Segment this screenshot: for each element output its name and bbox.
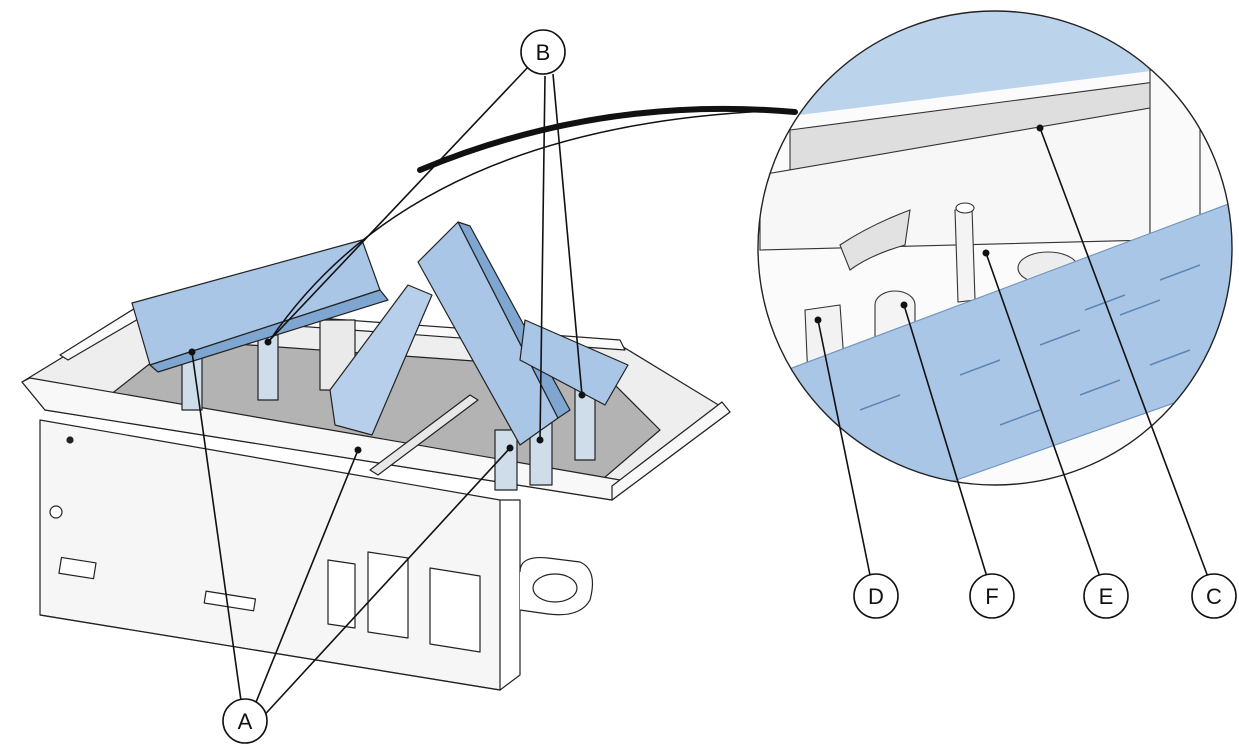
callout-c: C [1191,573,1237,619]
panel-hole [49,505,63,519]
detail-view [757,10,1233,486]
callout-b-label: B [536,40,551,65]
detail-connector-arc [269,109,796,341]
detail-perforations [859,264,1201,426]
callout-e: E [1083,573,1129,619]
blue-bracket-left-edge [149,289,389,373]
blue-bracket-middle [329,284,433,436]
panel-cutout-1 [327,559,356,629]
callout-a-label: A [238,709,253,734]
side-handle-hole [532,573,578,603]
callout-d-label: D [868,584,884,609]
panel-screw [66,436,74,444]
tray-mid-divider [369,394,479,476]
callout-e-label: E [1099,584,1114,609]
panel-cutout-2 [367,551,409,639]
callout-a: A [222,698,268,744]
panel-slot [203,590,257,612]
main-assembly [21,221,731,691]
detail-fitting-e [954,207,976,303]
blue-bracket-right [519,319,629,406]
callout-f-label: F [985,584,998,609]
tray-right-rail [611,401,731,501]
panel-cutout-3 [429,567,481,653]
callout-b: B [520,29,566,75]
callout-f: F [969,573,1015,619]
leader-dots [188,124,1044,454]
detail-circle-outline [757,10,1233,486]
detail-nozzle [839,209,911,271]
detail-connector-thick [417,105,798,173]
front-panel-bottom [39,499,521,691]
detail-fitting-e-cap [955,202,975,214]
leader-lines [191,64,1209,723]
callout-c-label: C [1206,584,1222,609]
callout-d: D [853,573,899,619]
panel-slot-2 [58,556,97,580]
support-post-6 [319,319,356,391]
